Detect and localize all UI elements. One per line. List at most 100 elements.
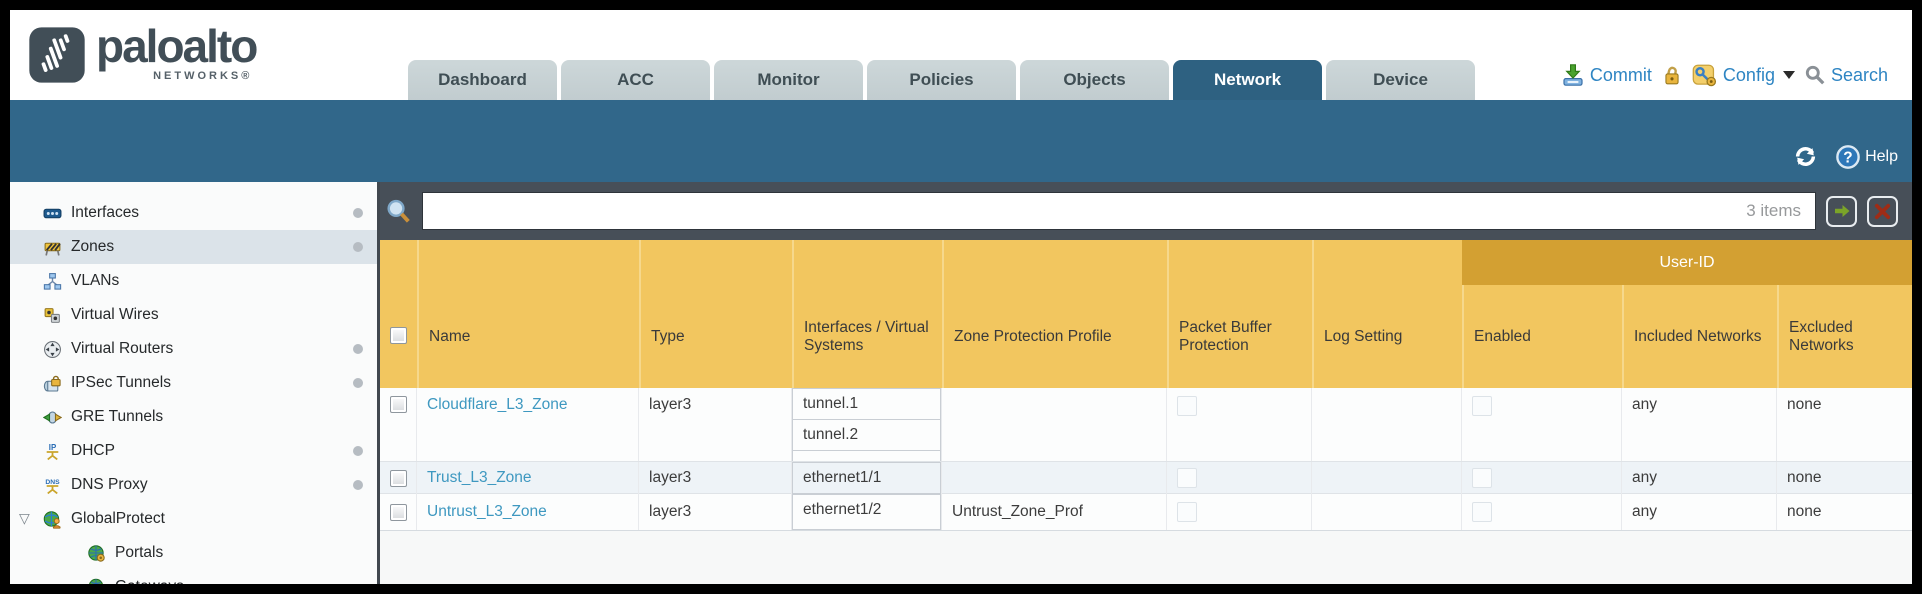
interfaces-cell: ethernet1/1 xyxy=(792,462,942,494)
svg-text:IP: IP xyxy=(48,442,55,451)
row-checkbox[interactable] xyxy=(389,396,407,413)
row-checkbox[interactable] xyxy=(389,503,407,521)
gre-tunnels-icon xyxy=(42,408,62,426)
select-all-cell xyxy=(380,240,417,388)
column-header-enabled[interactable]: Enabled xyxy=(1462,285,1622,388)
top-bar: paloalto NETWORKS® Dashboard ACC Monitor… xyxy=(10,10,1912,100)
vlans-icon xyxy=(42,272,62,290)
column-header-log-setting[interactable]: Log Setting xyxy=(1312,240,1462,388)
zone-name-link[interactable]: Cloudflare_L3_Zone xyxy=(427,396,568,413)
packet-buffer-checkbox xyxy=(1177,502,1197,522)
config-button[interactable]: Config xyxy=(1692,62,1795,88)
sidebar-item-globalprotect[interactable]: ▽ GlobalProtect xyxy=(10,502,377,536)
config-label: Config xyxy=(1722,64,1775,85)
filter-input[interactable]: 3 items xyxy=(422,192,1816,230)
tab-objects[interactable]: Objects xyxy=(1020,60,1169,100)
user-id-enabled-checkbox xyxy=(1472,502,1492,522)
user-id-enabled-checkbox xyxy=(1472,468,1492,488)
sidebar-item-gre-tunnels[interactable]: GRE Tunnels xyxy=(10,400,377,434)
excluded-networks-cell: none xyxy=(1787,503,1822,520)
expander-triangle-icon[interactable]: ▽ xyxy=(19,510,30,526)
column-header-type[interactable]: Type xyxy=(639,240,792,388)
sidebar-item-zones[interactable]: Zones xyxy=(10,230,377,264)
tab-acc[interactable]: ACC xyxy=(561,60,710,100)
zone-name-link[interactable]: Untrust_L3_Zone xyxy=(427,503,547,520)
log-setting-cell xyxy=(1312,494,1462,530)
commit-icon xyxy=(1563,64,1583,86)
portals-icon xyxy=(86,544,106,562)
empty-table-area xyxy=(380,531,1912,584)
search-label: Search xyxy=(1830,64,1888,85)
interfaces-icon xyxy=(42,204,62,222)
column-header-excluded-networks[interactable]: Excluded Networks xyxy=(1777,285,1912,388)
packet-buffer-checkbox xyxy=(1177,396,1197,416)
svg-text:?: ? xyxy=(1843,149,1852,166)
zone-name-link[interactable]: Trust_L3_Zone xyxy=(427,469,532,486)
sidebar-item-dns-proxy[interactable]: DNS DNS Proxy xyxy=(10,468,377,502)
row-checkbox[interactable] xyxy=(389,469,407,487)
sidebar-item-dhcp[interactable]: IP DHCP xyxy=(10,434,377,468)
commit-label: Commit xyxy=(1589,64,1652,85)
header-actions: Commit Config xyxy=(1561,62,1888,88)
clear-filter-button[interactable] xyxy=(1867,195,1898,227)
column-header-packet-buffer-protection[interactable]: Packet Buffer Protection xyxy=(1167,240,1312,388)
sidebar-item-ipsec-tunnels[interactable]: IPSec Tunnels xyxy=(10,366,377,400)
sidebar-item-vlans[interactable]: VLANs xyxy=(10,264,377,298)
excluded-networks-cell: none xyxy=(1787,396,1822,413)
search-icon xyxy=(1805,65,1825,85)
green-arrow-icon xyxy=(1834,205,1849,217)
column-header-name[interactable]: Name xyxy=(417,240,639,388)
apply-filter-button[interactable] xyxy=(1826,195,1857,227)
sidebar-item-label: Virtual Routers xyxy=(71,340,174,357)
status-dot xyxy=(353,446,363,456)
column-header-interfaces[interactable]: Interfaces / Virtual Systems xyxy=(792,240,942,388)
column-header-zone-protection-profile[interactable]: Zone Protection Profile xyxy=(942,240,1167,388)
commit-button[interactable]: Commit xyxy=(1561,63,1652,87)
sidebar-item-interfaces[interactable]: Interfaces xyxy=(10,196,377,230)
zones-icon xyxy=(42,238,62,256)
sidebar-item-virtual-routers[interactable]: Virtual Routers xyxy=(10,332,377,366)
sidebar-item-label: DHCP xyxy=(71,442,115,459)
type-cell: layer3 xyxy=(639,388,792,461)
column-header-included-networks[interactable]: Included Networks xyxy=(1622,285,1777,388)
zone-protection-profile-cell: Untrust_Zone_Prof xyxy=(942,494,1167,530)
lock-icon[interactable] xyxy=(1661,63,1683,87)
sidebar-item-gateways[interactable]: Gateways xyxy=(10,570,377,584)
select-all-checkbox[interactable] xyxy=(390,326,407,344)
help-button[interactable]: ? Help xyxy=(1835,144,1898,170)
sidebar-item-label: GRE Tunnels xyxy=(71,408,164,425)
filter-toolbar: 3 items xyxy=(380,182,1912,240)
help-label: Help xyxy=(1865,147,1898,165)
items-count: 3 items xyxy=(1746,201,1801,220)
help-icon: ? xyxy=(1836,144,1860,169)
virtual-routers-icon xyxy=(42,340,62,358)
tab-monitor[interactable]: Monitor xyxy=(714,60,863,100)
status-dot xyxy=(353,480,363,490)
tab-network[interactable]: Network xyxy=(1173,60,1322,100)
zones-table-header: Name Type Interfaces / Virtual Systems Z… xyxy=(380,240,1912,388)
config-icon xyxy=(1692,64,1716,87)
packet-buffer-checkbox xyxy=(1177,468,1197,488)
tab-policies[interactable]: Policies xyxy=(867,60,1016,100)
svg-text:DNS: DNS xyxy=(45,478,60,485)
type-cell: layer3 xyxy=(639,494,792,530)
sidebar-item-label: Virtual Wires xyxy=(71,306,159,323)
table-row: Trust_L3_Zone layer3 ethernet1/1 any non… xyxy=(380,462,1912,494)
log-setting-cell xyxy=(1312,388,1462,461)
sidebar-item-label: Interfaces xyxy=(71,204,140,221)
zone-protection-profile-cell xyxy=(942,388,1167,461)
refresh-icon[interactable] xyxy=(1792,143,1819,170)
ipsec-tunnels-icon xyxy=(42,374,62,392)
search-button[interactable]: Search xyxy=(1804,64,1888,86)
interfaces-cell: ethernet1/2 xyxy=(792,494,942,530)
tab-dashboard[interactable]: Dashboard xyxy=(408,60,557,100)
dns-proxy-icon: DNS xyxy=(42,476,62,494)
status-dot xyxy=(353,208,363,218)
interface-entry: ethernet1/1 xyxy=(792,462,941,494)
tab-device[interactable]: Device xyxy=(1326,60,1475,100)
gateways-icon xyxy=(86,578,106,584)
sidebar-item-portals[interactable]: Portals xyxy=(10,536,377,570)
interfaces-cell: tunnel.1 tunnel.2 xyxy=(792,388,942,461)
log-setting-cell xyxy=(1312,462,1462,494)
sidebar-item-virtual-wires[interactable]: Virtual Wires xyxy=(10,298,377,332)
